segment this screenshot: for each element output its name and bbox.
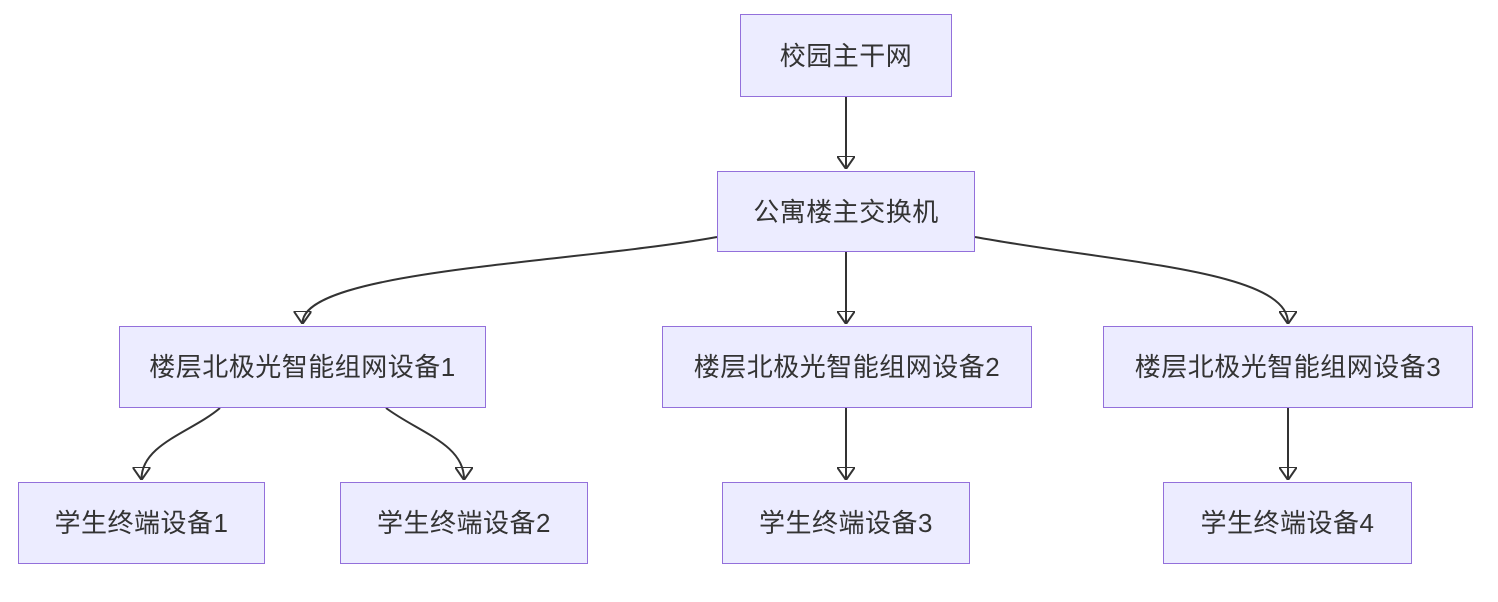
edge-main-switch-to-floor-device-1: [303, 236, 718, 323]
node-student-terminal-3: 学生终端设备3: [722, 482, 970, 564]
node-label: 学生终端设备1: [54, 508, 229, 538]
edge-floor-device-1-to-student-terminal-1: [142, 407, 221, 479]
node-student-terminal-4: 学生终端设备4: [1163, 482, 1412, 564]
node-label: 公寓楼主交换机: [753, 196, 939, 227]
node-label: 校园主干网: [779, 40, 913, 71]
node-label: 学生终端设备4: [1200, 508, 1375, 538]
node-floor-device-2: 楼层北极光智能组网设备2: [662, 326, 1032, 408]
node-floor-device-1: 楼层北极光智能组网设备1: [119, 326, 486, 408]
node-label: 学生终端设备2: [377, 508, 551, 538]
node-label: 楼层北极光智能组网设备3: [1134, 352, 1442, 382]
edge-floor-device-1-to-student-terminal-2: [385, 407, 464, 479]
node-student-terminal-1: 学生终端设备1: [18, 482, 265, 564]
node-floor-device-3: 楼层北极光智能组网设备3: [1103, 326, 1473, 408]
edge-main-switch-to-floor-device-3: [974, 236, 1288, 323]
node-label: 楼层北极光智能组网设备1: [149, 352, 456, 382]
node-main-switch: 公寓楼主交换机: [717, 171, 975, 252]
node-campus-backbone: 校园主干网: [740, 14, 952, 97]
node-student-terminal-2: 学生终端设备2: [340, 482, 588, 564]
node-label: 学生终端设备3: [759, 508, 933, 538]
node-label: 楼层北极光智能组网设备2: [693, 352, 1001, 382]
